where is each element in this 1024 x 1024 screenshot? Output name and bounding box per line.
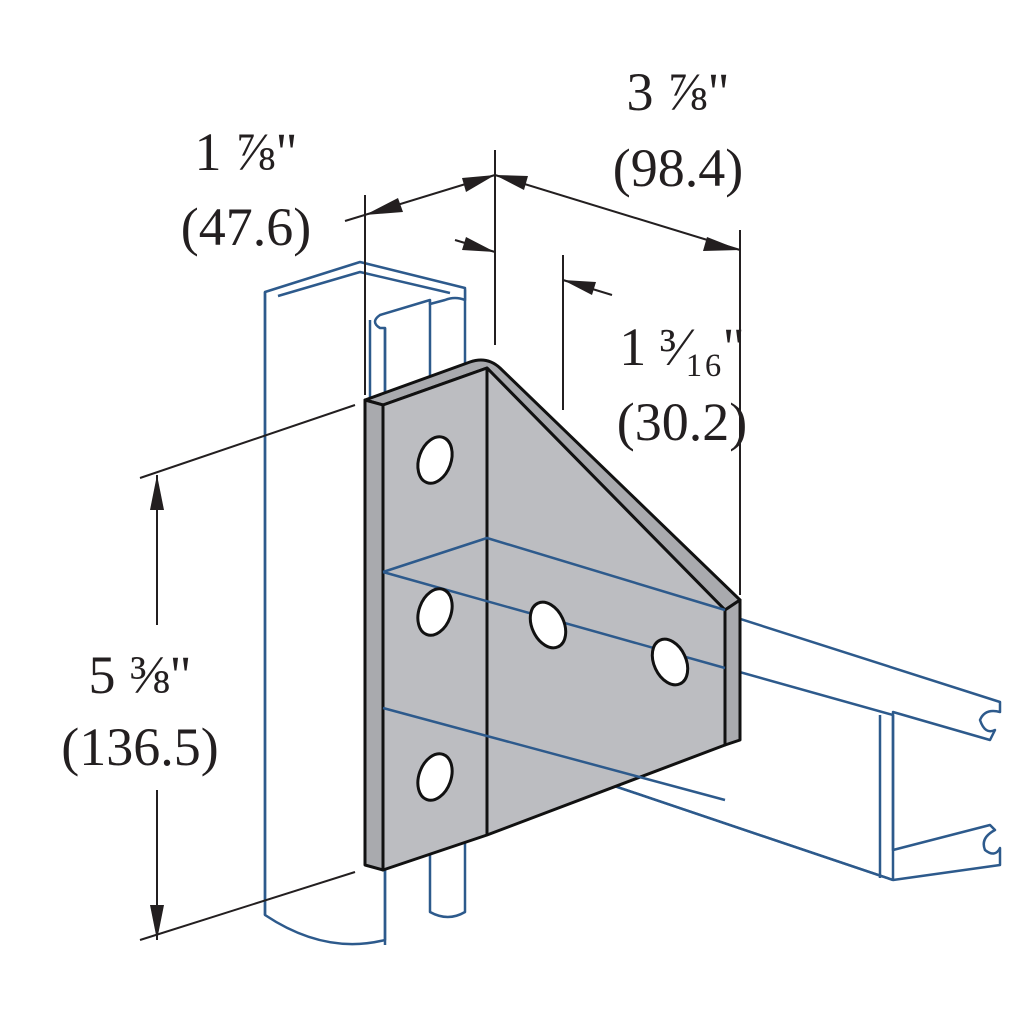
- dim-height-metric: (136.5): [61, 717, 218, 777]
- hole: [416, 587, 454, 637]
- dim-depth-imperial: 3 ⅞": [626, 62, 729, 122]
- dim-depth-metric: (98.4): [613, 138, 743, 198]
- hole: [650, 637, 690, 687]
- hole: [416, 752, 454, 802]
- dim-width-metric: (47.6): [181, 197, 311, 257]
- dimension-lines: [139, 150, 741, 941]
- hole: [528, 600, 568, 650]
- gusset-plate: [363, 358, 742, 872]
- dim-offset-metric: (30.2): [617, 392, 747, 452]
- dim-offset-imperial: 1 ³⁄₁₆": [619, 317, 744, 377]
- hole: [416, 435, 454, 485]
- dim-width-imperial: 1 ⅞": [194, 122, 297, 182]
- bolt-holes: [416, 435, 690, 802]
- dim-height-imperial: 5 ⅜": [88, 645, 191, 705]
